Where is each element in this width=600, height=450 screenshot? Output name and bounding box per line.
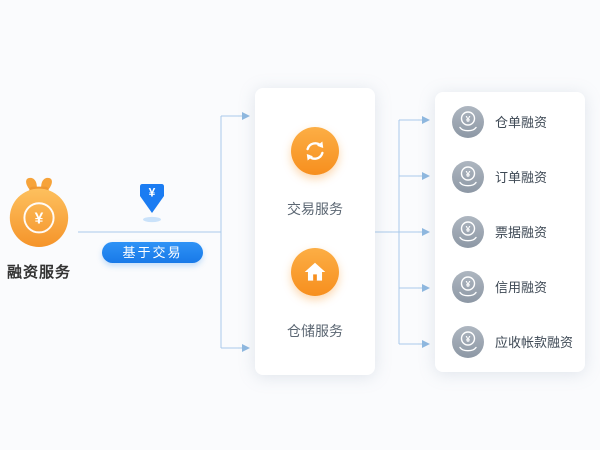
financing-option-label: 应收帐款融资 — [495, 335, 574, 350]
connector-source-to-services — [78, 112, 250, 352]
source-label: 融资服务 — [6, 264, 71, 281]
money-bag-icon: ¥ — [9, 177, 69, 247]
financing-option-label: 仓单融资 — [495, 115, 548, 130]
list-item: ¥ 信用融资 — [435, 259, 585, 314]
yuan-coin-icon: ¥ — [452, 270, 484, 303]
yuan-symbol: ¥ — [35, 211, 44, 228]
yuan-symbol: ¥ — [149, 186, 156, 200]
svg-text:¥: ¥ — [466, 224, 471, 234]
yuan-coin-icon: ¥ — [452, 325, 484, 358]
financing-options-card: ¥ 仓单融资 ¥ 订单融资 ¥ — [435, 92, 585, 372]
list-item: ¥ 应收帐款融资 — [435, 314, 585, 369]
financing-option-label: 票据融资 — [495, 225, 548, 240]
connector-services-to-financing — [375, 116, 430, 348]
service-label: 交易服务 — [287, 201, 343, 217]
warehouse-icon — [291, 248, 339, 296]
list-item: ¥ 订单融资 — [435, 149, 585, 204]
yuan-coin-icon: ¥ — [452, 105, 484, 138]
list-item: ¥ 仓单融资 — [435, 94, 585, 149]
financing-service-node: ¥ 融资服务 — [1, 175, 77, 282]
financing-option-label: 信用融资 — [495, 280, 548, 295]
services-card: 交易服务 仓储服务 — [255, 88, 375, 375]
svg-text:¥: ¥ — [466, 169, 471, 179]
service-label: 仓储服务 — [287, 323, 343, 339]
yuan-down-arrow-icon: ¥ — [140, 184, 164, 223]
svg-text:¥: ¥ — [466, 334, 471, 344]
svg-text:¥: ¥ — [466, 279, 471, 289]
yuan-coin-icon: ¥ — [452, 160, 484, 193]
sync-arrows-icon — [291, 127, 339, 175]
based-on-transaction-badge: 基于交易 — [102, 242, 203, 263]
yuan-coin-icon: ¥ — [452, 215, 484, 248]
list-item: ¥ 票据融资 — [435, 204, 585, 259]
financing-option-label: 订单融资 — [495, 170, 548, 185]
svg-text:¥: ¥ — [466, 114, 471, 124]
